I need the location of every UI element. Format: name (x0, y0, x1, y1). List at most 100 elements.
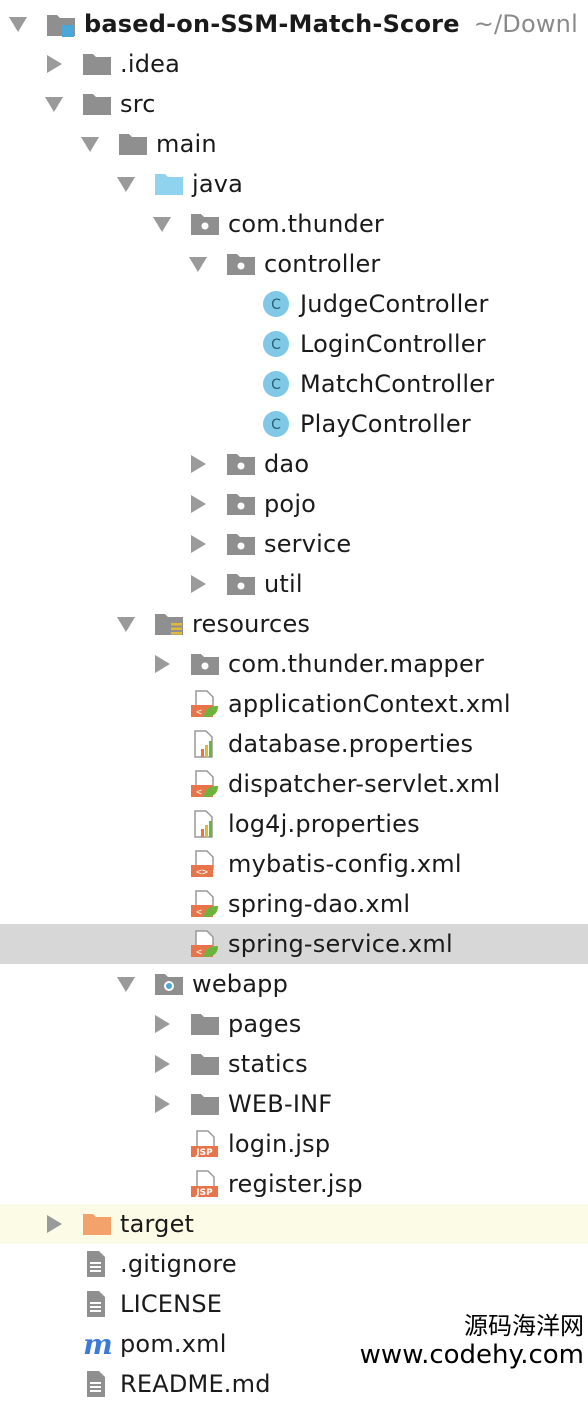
expand-arrow-open-icon[interactable] (116, 174, 136, 194)
tree-row-target[interactable]: target (0, 1204, 588, 1244)
expand-arrow-open-icon[interactable] (8, 14, 28, 34)
maven-icon: m (82, 1328, 113, 1361)
svg-text:<>: <> (196, 867, 208, 878)
tree-row-webapp[interactable]: webapp (0, 964, 588, 1004)
tree-row-matchcontroller[interactable]: C MatchController (0, 364, 588, 404)
tree-item-label: main (156, 130, 217, 158)
tree-row-src[interactable]: src (0, 84, 588, 124)
tree-item-label: dispatcher-servlet.xml (228, 770, 501, 798)
tree-item-label: applicationContext.xml (228, 690, 511, 718)
tree-row-spring-dao[interactable]: < spring-dao.xml (0, 884, 588, 924)
svg-text:<: < (196, 787, 202, 798)
package-icon (226, 530, 256, 558)
expand-arrow-open-icon[interactable] (152, 214, 172, 234)
tree-row-idea[interactable]: .idea (0, 44, 588, 84)
tree-item-label: mybatis-config.xml (228, 850, 462, 878)
tree-row-java[interactable]: java (0, 164, 588, 204)
tree-item-label: pages (228, 1010, 302, 1038)
tree-item-label: util (264, 570, 303, 598)
expand-arrow-closed-icon[interactable] (44, 1214, 64, 1234)
folder-web-icon (154, 970, 184, 998)
tree-item-label: log4j.properties (228, 810, 420, 838)
tree-row-pojo[interactable]: pojo (0, 484, 588, 524)
expand-arrow-closed-icon[interactable] (152, 1054, 172, 1074)
svg-text:C: C (271, 297, 281, 313)
svg-text:JSP: JSP (195, 1188, 213, 1198)
tree-item-label: login.jsp (228, 1130, 331, 1158)
expand-arrow-open-icon[interactable] (188, 254, 208, 274)
project-root-label: based-on-SSM-Match-Score ~/Downl (84, 9, 578, 39)
package-icon (226, 450, 256, 478)
properties-icon (190, 810, 220, 838)
tree-item-label: .gitignore (120, 1250, 237, 1278)
folder-gray-icon (82, 50, 112, 78)
tree-row-root[interactable]: based-on-SSM-Match-Score ~/Downl (0, 4, 588, 44)
package-icon (226, 250, 256, 278)
expand-arrow-closed-icon[interactable] (152, 1094, 172, 1114)
tree-row-database-properties[interactable]: database.properties (0, 724, 588, 764)
tree-row-applicationcontext[interactable]: <applicationContext.xml (0, 684, 588, 724)
tree-item-label: LoginController (300, 330, 486, 358)
folder-orange-icon (82, 1210, 112, 1238)
tree-row-spring-service[interactable]: <spring-service.xml (0, 924, 588, 964)
expand-arrow-open-icon[interactable] (80, 134, 100, 154)
expand-arrow-open-icon[interactable] (116, 974, 136, 994)
tree-item-label: spring-service.xml (228, 930, 453, 958)
watermark-cn-text: 源码海洋网 (464, 1312, 584, 1340)
jsp-icon: JSP (190, 1130, 220, 1158)
expand-arrow-closed-icon[interactable] (44, 54, 64, 74)
expand-arrow-closed-icon[interactable] (188, 454, 208, 474)
package-icon (190, 650, 220, 678)
tree-row-web-inf[interactable]: WEB-INF (0, 1084, 588, 1124)
expand-arrow-closed-icon[interactable] (188, 574, 208, 594)
tree-row-dao[interactable]: dao (0, 444, 588, 484)
tree-item-label: dao (264, 450, 310, 478)
tree-row-com-thunder[interactable]: com.thunder (0, 204, 588, 244)
expand-arrow-open-icon[interactable] (116, 614, 136, 634)
tree-row-mybatis-config[interactable]: <> mybatis-config.xml (0, 844, 588, 884)
class-icon: C (262, 410, 292, 438)
expand-arrow-closed-icon[interactable] (188, 494, 208, 514)
text-file-icon (82, 1370, 112, 1398)
expand-arrow-closed-icon[interactable] (152, 654, 172, 674)
tree-row-playcontroller[interactable]: C PlayController (0, 404, 588, 444)
text-file-icon (82, 1290, 112, 1318)
tree-row-pages[interactable]: pages (0, 1004, 588, 1044)
tree-row-login-jsp[interactable]: JSP login.jsp (0, 1124, 588, 1164)
project-root-name: based-on-SSM-Match-Score (84, 10, 460, 38)
xml-spring-icon: < (190, 770, 220, 798)
tree-item-label: MatchController (300, 370, 495, 398)
expand-arrow-closed-icon[interactable] (188, 534, 208, 554)
tree-item-label: register.jsp (228, 1170, 363, 1198)
expand-arrow-closed-icon[interactable] (152, 1014, 172, 1034)
tree-row-readme[interactable]: README.md (0, 1364, 588, 1404)
text-file-icon (82, 1250, 112, 1278)
tree-row-dispatcher-servlet[interactable]: < dispatcher-servlet.xml (0, 764, 588, 804)
folder-gray-icon (118, 130, 148, 158)
svg-text:JSP: JSP (195, 1148, 213, 1158)
tree-row-gitignore[interactable]: .gitignore (0, 1244, 588, 1284)
svg-text:<: < (196, 907, 202, 918)
tree-row-com-thunder-mapper[interactable]: com.thunder.mapper (0, 644, 588, 684)
tree-row-license[interactable]: LICENSE (0, 1284, 588, 1324)
tree-item-label: pojo (264, 490, 317, 518)
tree-row-resources[interactable]: resources (0, 604, 588, 644)
class-icon: C (262, 370, 292, 398)
tree-row-service[interactable]: service (0, 524, 588, 564)
tree-item-label: service (264, 530, 352, 558)
tree-row-register-jsp[interactable]: JSP register.jsp (0, 1164, 588, 1204)
tree-row-main[interactable]: main (0, 124, 588, 164)
tree-item-label: PlayController (300, 410, 471, 438)
project-root-path: ~/Downl (473, 10, 578, 38)
tree-row-statics[interactable]: statics (0, 1044, 588, 1084)
tree-item-label: spring-dao.xml (228, 890, 411, 918)
tree-item-label: statics (228, 1050, 308, 1078)
tree-row-controller[interactable]: controller (0, 244, 588, 284)
tree-row-log4j-properties[interactable]: log4j.properties (0, 804, 588, 844)
tree-item-label: LICENSE (120, 1290, 223, 1318)
expand-arrow-open-icon[interactable] (44, 94, 64, 114)
tree-row-util[interactable]: util (0, 564, 588, 604)
